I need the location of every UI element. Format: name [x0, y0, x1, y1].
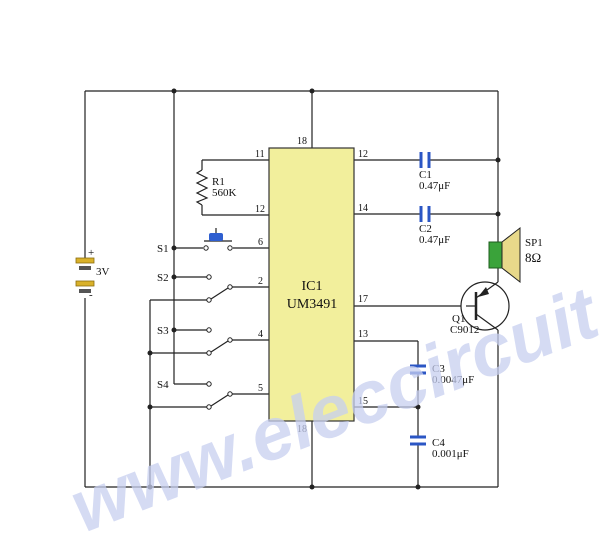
battery-voltage: 3V — [96, 266, 110, 278]
pin-4: 4 — [258, 329, 263, 340]
pin-6: 6 — [258, 237, 263, 248]
s4-label: S4 — [157, 379, 169, 391]
s2-label: S2 — [157, 272, 169, 284]
capacitor-c4: C4 0.001μF — [410, 435, 469, 460]
c1-ref: C1 — [419, 169, 432, 181]
pin-18-bottom: 18 — [297, 424, 307, 435]
switch-s4: S4 — [157, 379, 233, 410]
battery: + - 3V — [75, 247, 110, 301]
pin-17: 17 — [358, 294, 368, 305]
s3-label: S3 — [157, 325, 169, 337]
pin-11: 11 — [255, 149, 265, 160]
switch-s1: S1 — [157, 228, 233, 255]
pin-13: 13 — [358, 329, 368, 340]
pin-2: 2 — [258, 276, 263, 287]
resistor-r1: R1 560K — [195, 169, 237, 206]
speaker-icon — [488, 241, 503, 269]
q1-part: C9012 — [450, 324, 479, 336]
pin-5: 5 — [258, 383, 263, 394]
pin-14: 14 — [358, 203, 368, 214]
capacitor-c1: C1 0.47μF — [419, 152, 450, 192]
sp1-value: 8Ω — [525, 250, 541, 265]
junctions — [147, 88, 501, 490]
c4-value: 0.001μF — [432, 448, 469, 460]
capacitor-c3: C3 0.0047μF — [410, 363, 474, 386]
pin-12-left: 12 — [255, 204, 265, 215]
ic-part: UM3491 — [287, 297, 338, 312]
wires — [84, 90, 499, 488]
c4-ref: C4 — [432, 437, 445, 449]
pushbutton-icon — [209, 233, 223, 241]
ic-body — [268, 147, 355, 422]
battery-minus: - — [89, 289, 93, 301]
speaker-sp1: SP1 8Ω — [488, 226, 543, 284]
q1-ref: Q1 — [452, 313, 465, 325]
c3-value: 0.0047μF — [432, 374, 474, 386]
s1-label: S1 — [157, 243, 169, 255]
switch-s2: S2 — [157, 272, 233, 303]
switch-s3: S3 — [157, 325, 233, 356]
capacitor-c2: C2 0.47μF — [419, 206, 450, 246]
transistor-q1: Q1 C9012 — [450, 281, 510, 336]
pin-12-right: 12 — [358, 149, 368, 160]
sp1-ref: SP1 — [525, 237, 543, 249]
ic-ref: IC1 — [302, 279, 323, 294]
pin-15: 15 — [358, 396, 368, 407]
ic-um3491: IC1 UM3491 18 18 11 12 6 2 4 5 12 14 17 … — [255, 136, 368, 435]
c3-ref: C3 — [432, 363, 445, 375]
c2-ref: C2 — [419, 223, 432, 235]
pin-18-top: 18 — [297, 136, 307, 147]
c1-value: 0.47μF — [419, 180, 450, 192]
r1-ref: R1 — [212, 176, 225, 188]
r1-value: 560K — [212, 187, 237, 199]
battery-plus: + — [88, 247, 94, 259]
c2-value: 0.47μF — [419, 234, 450, 246]
